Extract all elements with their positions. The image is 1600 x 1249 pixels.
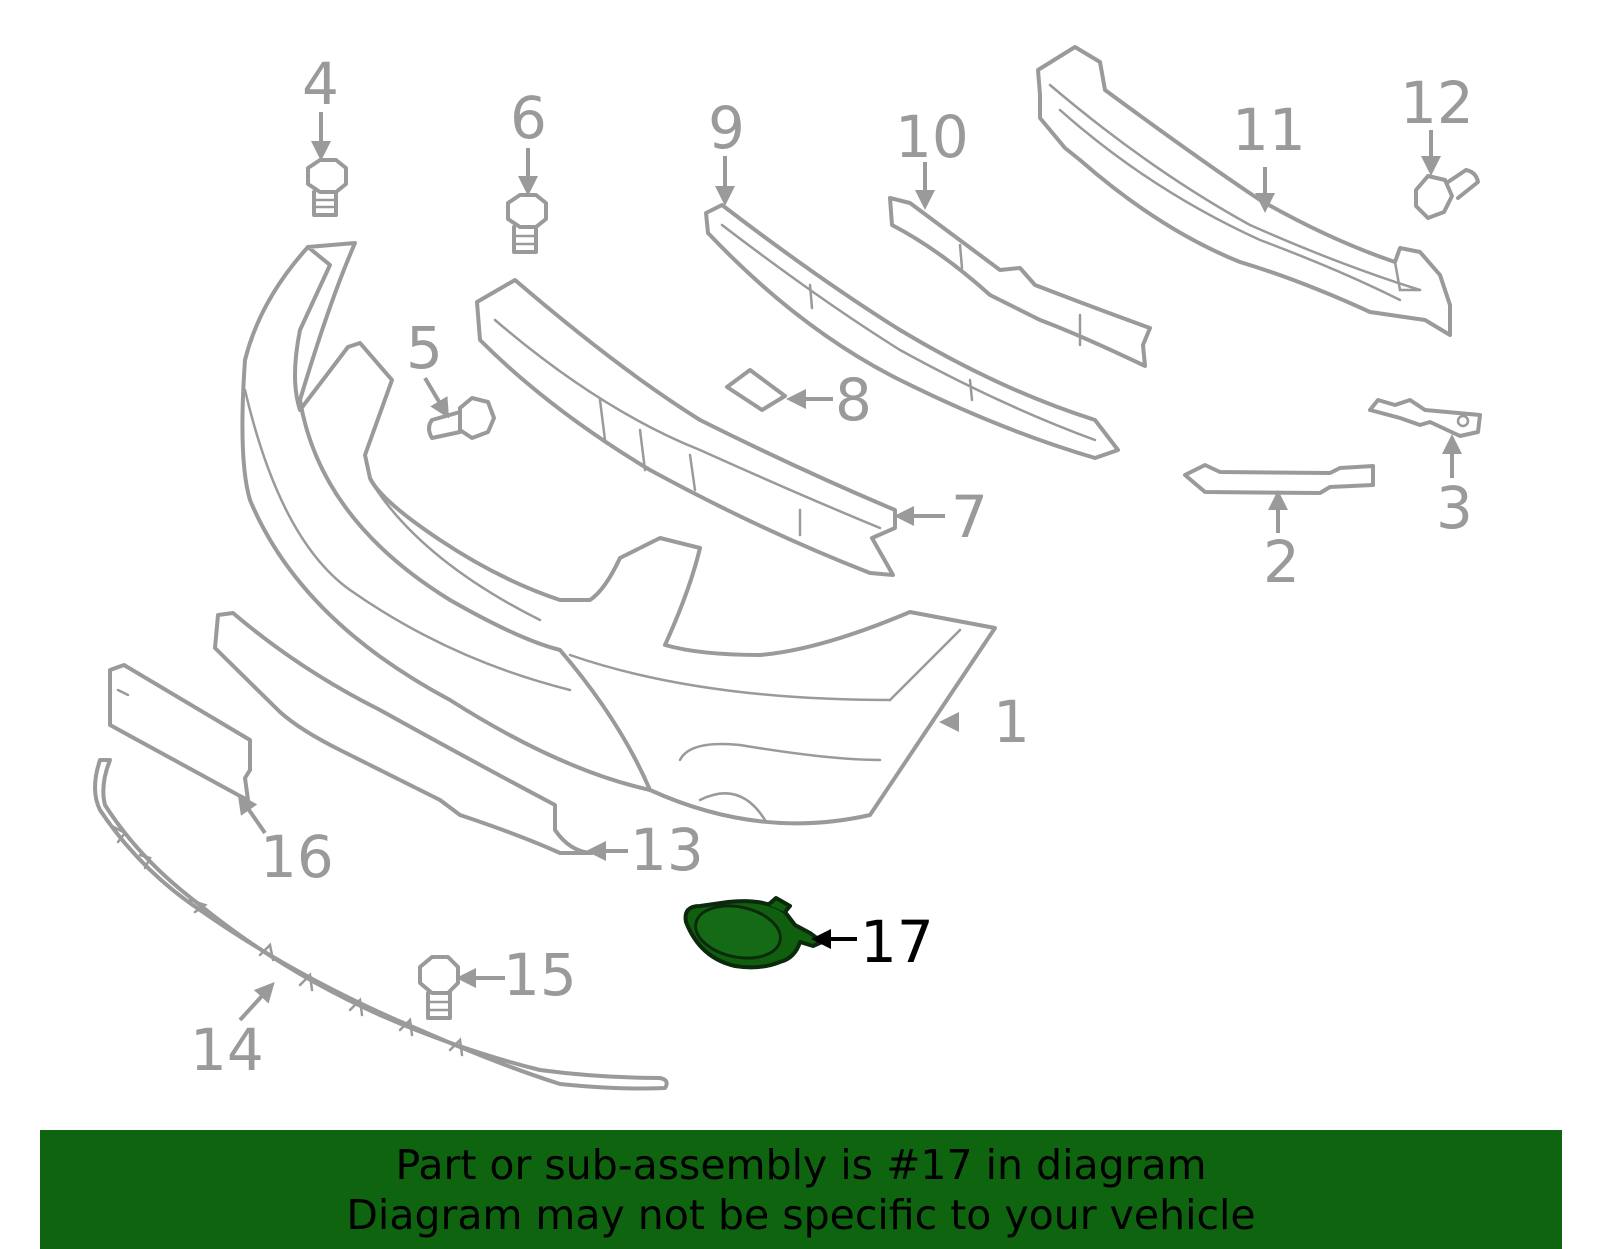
info-banner: Part or sub-assembly is #17 in diagram D…	[40, 1130, 1562, 1249]
part-15-bolt[interactable]	[418, 955, 460, 1020]
callout-4: 4	[302, 50, 339, 118]
leader-lines	[237, 112, 1462, 1022]
part-7-absorber[interactable]	[475, 278, 897, 577]
part-13-deflector[interactable]	[213, 611, 594, 855]
part-2-bracket[interactable]	[1183, 463, 1375, 495]
banner-line-1: Part or sub-assembly is #17 in diagram	[395, 1140, 1207, 1189]
callout-labels: 1 2 3 4 5 6 7 8 9 10 11 12 13 14 15 16 1…	[190, 50, 1474, 1084]
callout-3: 3	[1436, 474, 1473, 542]
callout-11: 11	[1232, 96, 1306, 164]
part-17-fog-lamp-cover[interactable]	[683, 896, 824, 970]
part-1-bumper-cover[interactable]	[240, 241, 997, 826]
leader-5	[423, 376, 450, 419]
callout-8: 8	[835, 366, 872, 434]
callout-10: 10	[895, 103, 969, 171]
part-12-bolt[interactable]	[1414, 168, 1480, 220]
callout-2: 2	[1263, 528, 1300, 596]
leader-16	[237, 793, 267, 835]
part-6-bolt[interactable]	[506, 193, 548, 254]
parts-diagram: 1 2 3 4 5 6 7 8 9 10 11 12 13 14 15 16 1…	[93, 45, 1482, 1091]
part-8-pad[interactable]	[725, 368, 787, 412]
callout-16: 16	[260, 823, 334, 891]
part-16-strip[interactable]	[108, 663, 252, 802]
part-9-strip[interactable]	[704, 203, 1120, 460]
callout-5: 5	[406, 314, 443, 382]
callout-6: 6	[510, 84, 547, 152]
part-3-bracket[interactable]	[1368, 398, 1482, 438]
callout-15: 15	[503, 941, 577, 1009]
callout-1: 1	[993, 688, 1030, 756]
callout-13: 13	[630, 816, 704, 884]
part-5-bolt[interactable]	[427, 396, 496, 440]
callout-12: 12	[1400, 69, 1474, 137]
part-14-strip[interactable]	[93, 758, 669, 1091]
callout-9: 9	[708, 94, 745, 162]
callout-14: 14	[190, 1016, 264, 1084]
callout-17-highlighted: 17	[860, 908, 934, 976]
part-4-bolt[interactable]	[306, 158, 348, 217]
callout-7: 7	[951, 483, 988, 551]
leader-14	[238, 982, 275, 1022]
banner-line-2: Diagram may not be specific to your vehi…	[346, 1190, 1256, 1239]
part-10-bracket[interactable]	[888, 196, 1152, 368]
part-11-beam[interactable]	[1036, 45, 1452, 337]
